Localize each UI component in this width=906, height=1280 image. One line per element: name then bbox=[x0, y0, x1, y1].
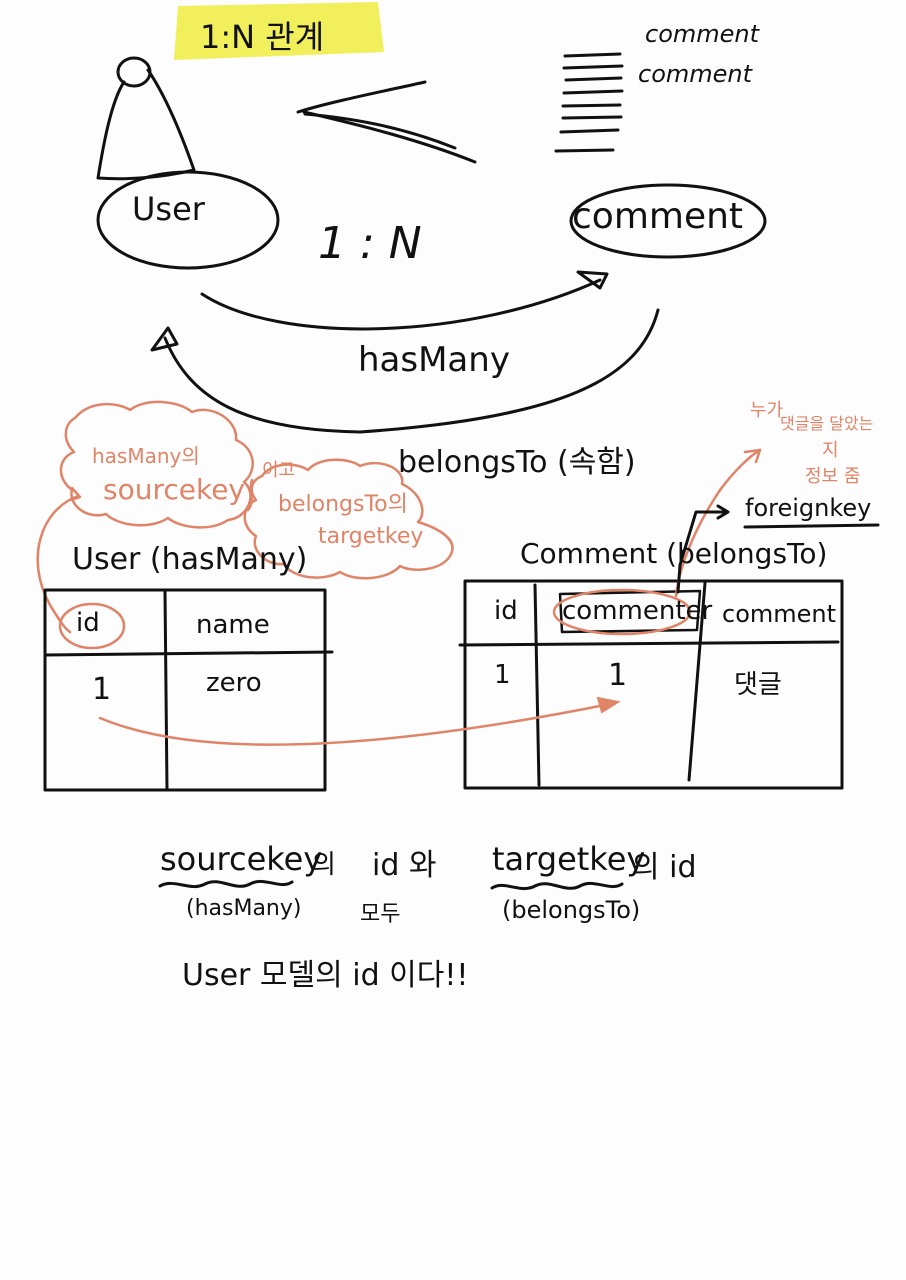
sourcekey-cloud bbox=[59, 400, 254, 529]
top-right-note-1: 누가 bbox=[750, 400, 784, 421]
bottom-note-conclusion: User 모델의 id 이다!! bbox=[182, 958, 469, 993]
commenter-highlight-circle bbox=[552, 588, 692, 636]
bottom-note-of-id: 의 id bbox=[632, 850, 697, 885]
comment-stack-icon bbox=[554, 52, 624, 153]
top-right-note-3: 지 bbox=[822, 440, 839, 461]
comment-stack-label-1: comment bbox=[645, 20, 760, 48]
user-table-caption: User (hasMany) bbox=[72, 542, 308, 577]
comment-table-header-comment: comment bbox=[722, 600, 837, 628]
belongs-to-label: belongsTo (속함) bbox=[398, 445, 636, 480]
bottom-note-belongs-to: (belongsTo) bbox=[502, 896, 641, 924]
cloud-left-line-2: sourcekey bbox=[103, 473, 245, 506]
comment-table-cell-id: 1 bbox=[494, 660, 511, 690]
info-pointer bbox=[674, 448, 762, 598]
info-pointer-head bbox=[743, 448, 762, 464]
user-node-outline bbox=[96, 170, 280, 270]
bottom-note-id-and: id 와 bbox=[372, 848, 437, 883]
sourcekey-pointer-head bbox=[68, 486, 82, 502]
comment-node-label: comment bbox=[572, 196, 744, 237]
id-highlight-circle bbox=[58, 602, 126, 650]
has-many-arrowhead bbox=[576, 270, 609, 290]
targetkey-squiggle bbox=[490, 881, 624, 891]
user-table-cell-name: zero bbox=[206, 668, 262, 698]
cloud-left-line-1: hasMany의 bbox=[92, 444, 200, 468]
user-node-label: User bbox=[132, 190, 205, 228]
top-right-note-2: 댓글을 달았는 bbox=[780, 414, 874, 433]
foreign-key-underline bbox=[743, 523, 880, 529]
foreign-key-pointer bbox=[676, 510, 727, 594]
comment-table-caption: Comment (belongsTo) bbox=[520, 537, 828, 570]
comment-table-cell-comment: 댓글 bbox=[734, 670, 782, 700]
comment-table-header-commenter: commenter bbox=[562, 596, 713, 626]
bottom-note-has-many: (hasMany) bbox=[186, 896, 302, 921]
page-title: 1:N 관계 bbox=[200, 18, 325, 56]
user-table-header-id: id bbox=[76, 608, 100, 638]
comment-node-outline bbox=[569, 183, 767, 259]
many-arrow-mid bbox=[303, 112, 457, 150]
top-right-note-4: 정보 줌 bbox=[805, 466, 861, 487]
sourcekey-squiggle bbox=[158, 879, 294, 889]
bottom-note-sourcekey: sourcekey bbox=[160, 840, 323, 878]
comment-table-header-id: id bbox=[494, 596, 518, 626]
many-arrow-upper bbox=[296, 80, 427, 114]
has-many-arrow bbox=[200, 278, 602, 331]
bottom-note-targetkey: targetkey bbox=[492, 840, 646, 878]
cloud-right-line-2: targetkey bbox=[318, 524, 424, 549]
bottom-note-both: 모두 bbox=[360, 902, 401, 927]
id-to-commenter-arrow bbox=[98, 702, 612, 746]
user-table-header-name: name bbox=[196, 610, 270, 640]
targetkey-cloud bbox=[243, 458, 454, 580]
connector-brace-icon bbox=[246, 478, 254, 512]
many-arrow-lower bbox=[302, 110, 477, 164]
cloud-right-line-1: belongsTo의 bbox=[278, 492, 408, 517]
comment-stack-label-2: comment bbox=[638, 60, 753, 88]
belongs-to-arrow bbox=[163, 308, 660, 434]
ratio-label: 1 : N bbox=[318, 218, 422, 269]
user-table-grid bbox=[43, 588, 334, 792]
foreign-key-label: foreignkey bbox=[745, 494, 872, 522]
comment-table-cell-commenter: 1 bbox=[608, 658, 628, 693]
has-many-label: hasMany bbox=[358, 340, 510, 380]
title-highlight bbox=[174, 2, 384, 60]
user-table-cell-id: 1 bbox=[92, 672, 112, 707]
id-to-commenter-arrowhead bbox=[596, 696, 621, 714]
comment-table-grid bbox=[458, 579, 844, 790]
belongs-to-arrowhead bbox=[150, 326, 179, 352]
foreign-key-pointer-head bbox=[716, 504, 730, 520]
bottom-note-of-1: 의 bbox=[312, 850, 336, 880]
connector-label: 이고 bbox=[262, 460, 296, 481]
person-body-icon bbox=[96, 68, 196, 181]
sourcekey-pointer bbox=[36, 494, 80, 634]
